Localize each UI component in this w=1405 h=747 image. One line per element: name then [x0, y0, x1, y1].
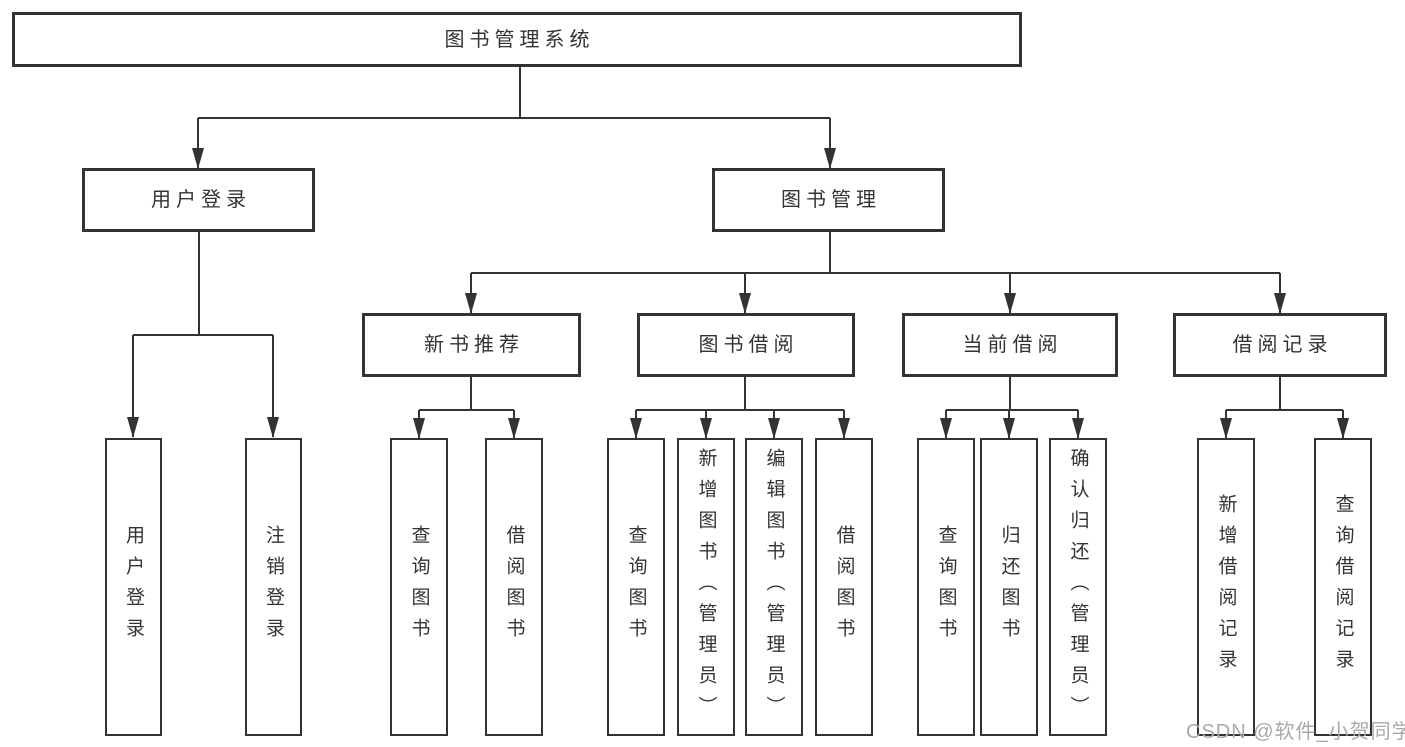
node-label: 用户登录 — [151, 189, 251, 211]
leaf-query-books-recommend: 查询图书 — [390, 438, 448, 736]
node-user-login: 用户登录 — [82, 168, 315, 232]
node-label: 查询图书 — [625, 525, 647, 649]
node-label: 查询图书 — [935, 525, 957, 649]
leaf-query-books-borrow: 查询图书 — [607, 438, 665, 736]
node-label: 归还图书 — [998, 525, 1020, 649]
node-book-management: 图书管理 — [712, 168, 945, 232]
leaf-query-borrow-record: 查询借阅记录 — [1314, 438, 1372, 736]
node-label: 新书推荐 — [424, 334, 524, 356]
node-book-borrowing: 图书借阅 — [637, 313, 855, 377]
node-label: 借阅图书 — [503, 525, 525, 649]
node-new-book-recommend: 新书推荐 — [362, 313, 581, 377]
node-label: 确认归还（管理员） — [1067, 447, 1089, 727]
leaf-borrow-books: 借阅图书 — [815, 438, 873, 736]
node-label: 图书管理系统 — [444, 28, 595, 51]
node-current-borrowing: 当前借阅 — [902, 313, 1118, 377]
node-label: 图书借阅 — [698, 334, 799, 356]
node-label: 当前借阅 — [962, 334, 1063, 356]
node-label: 编辑图书（管理员） — [763, 447, 785, 727]
node-label: 新增图书（管理员） — [695, 447, 717, 727]
leaf-edit-books-admin: 编辑图书（管理员） — [745, 438, 803, 736]
leaf-confirm-return-admin: 确认归还（管理员） — [1049, 438, 1107, 736]
leaf-query-books-current: 查询图书 — [917, 438, 975, 736]
leaf-logout: 注销登录 — [245, 438, 302, 736]
node-label: 图书管理 — [781, 189, 881, 211]
node-label: 用户登录 — [123, 525, 144, 649]
leaf-borrow-books-recommend: 借阅图书 — [485, 438, 543, 736]
leaf-user-login: 用户登录 — [105, 438, 162, 736]
node-label: 借阅记录 — [1232, 334, 1333, 356]
node-label: 查询借阅记录 — [1332, 494, 1354, 680]
leaf-add-books-admin: 新增图书（管理员） — [677, 438, 735, 736]
node-borrowing-records: 借阅记录 — [1173, 313, 1387, 377]
leaf-add-borrow-record: 新增借阅记录 — [1197, 438, 1255, 736]
csdn-watermark: CSDN @软件_小贺同学 — [1186, 721, 1405, 743]
node-label: 注销登录 — [263, 525, 284, 649]
node-label: 新增借阅记录 — [1215, 494, 1237, 680]
node-label: 查询图书 — [408, 525, 430, 649]
node-root-library-system: 图书管理系统 — [12, 12, 1022, 67]
leaf-return-books: 归还图书 — [980, 438, 1038, 736]
node-label: 借阅图书 — [833, 525, 855, 649]
